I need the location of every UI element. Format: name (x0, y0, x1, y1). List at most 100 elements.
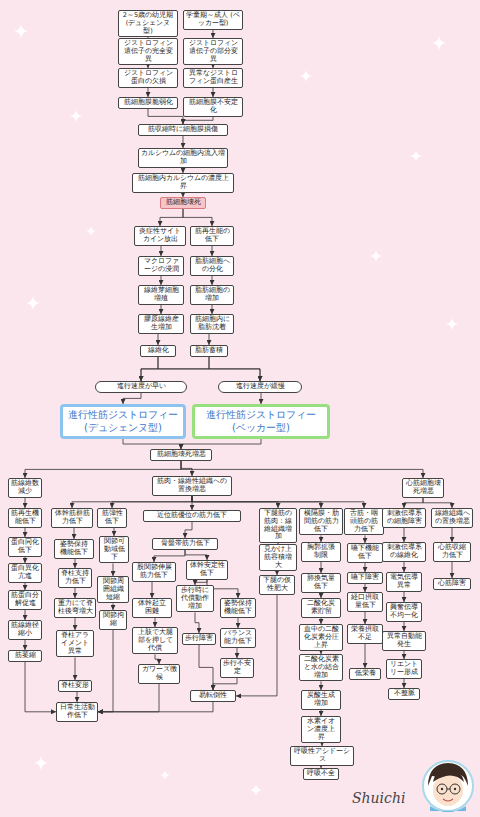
flow-arrow (75, 657, 76, 680)
flow-arrow (98, 702, 213, 712)
flow-arrow (185, 522, 192, 538)
process-box: 筋線維数減少 (8, 478, 42, 498)
box-text: 歩行障害 (185, 635, 213, 643)
process-box: 脂肪細胞への分化 (190, 256, 234, 276)
disease-box: 進行性筋ジストロフィー (デュシェンヌ型) (60, 404, 186, 439)
process-box: 筋細胞膜脆弱化 (118, 97, 178, 109)
box-text: 筋弾性低下 (100, 510, 124, 526)
box-text: 進行性筋ジストロフィー (デュシェンヌ型) (66, 409, 180, 434)
process-box: 脂肪細胞の増加 (190, 285, 234, 305)
process-box: 刺激伝導系の線維化 (382, 542, 426, 562)
process-box: 関節可動域低下 (99, 536, 129, 563)
box-text: 筋収縮時に細胞膜損傷 (141, 126, 225, 134)
box-text: 不整脈 (391, 690, 417, 698)
process-box: 脊柱変形 (58, 680, 92, 692)
process-box: 水素イオン濃度上昇 (301, 716, 341, 743)
signature: Shuichi (352, 790, 405, 806)
box-text: 呼吸性アシドーシス (293, 748, 351, 764)
box-text: 舌筋・咽頭筋の筋力低下 (347, 510, 381, 533)
process-box: 姿勢保持機能低下 (220, 598, 256, 618)
box-text: 易転倒性 (193, 692, 233, 700)
flow-arrow (98, 630, 113, 712)
flow-arrow (365, 563, 366, 572)
flow-arrow (155, 654, 159, 664)
box-text: 呼吸不全 (306, 770, 336, 778)
box-text: 筋細胞壊死 (163, 199, 203, 207)
process-box: 不整脈 (388, 688, 420, 700)
box-text: 心筋障害 (436, 580, 468, 588)
box-text: 脂肪細胞への分化 (193, 258, 231, 274)
process-box: 筋細胞膜不安定化 (183, 97, 243, 117)
flow-arrow (321, 562, 322, 573)
flow-arrow (161, 246, 162, 256)
process-box: 栄養摂取不足 (347, 624, 383, 644)
flow-arrow (423, 498, 452, 508)
process-box: 歩行時に代償動作増加 (176, 585, 214, 612)
box-text: 進行速度が緩慢 (221, 383, 299, 391)
flow-arrow (404, 679, 405, 688)
box-text: カルシウムの細胞内流入増加 (141, 150, 225, 166)
flow-arrow (25, 528, 26, 537)
process-box: 舌筋・咽頭筋の筋力低下 (344, 508, 384, 535)
process-box: 下腿の仮性肥大 (259, 575, 295, 595)
box-text: 骨盤帯筋力低下 (155, 540, 215, 548)
flow-arrow (123, 393, 141, 404)
flow-arrow (452, 528, 453, 542)
process-box: 2～5歳の幼児期 (デュシェンヌ型) (118, 10, 178, 37)
box-text: 電気伝導異常 (389, 574, 419, 590)
flow-arrow (154, 550, 185, 562)
process-box: 経口摂取量低下 (347, 592, 383, 612)
box-text: 日常生活動作低下 (59, 704, 95, 720)
box-text: 肺換気量低下 (304, 575, 338, 591)
process-box: 歩行障害 (182, 633, 216, 645)
box-text: 筋細胞膜不安定化 (186, 99, 240, 115)
process-box: 筋肉・線維性組織への置換増悪 (152, 476, 232, 496)
box-text: 上肢で大腿部を押して代償 (135, 629, 175, 652)
box-text: 筋蛋白分解促進 (11, 592, 39, 608)
box-text: 低栄養 (352, 670, 378, 678)
flow-arrow (404, 528, 405, 542)
avatar-illustration (423, 761, 473, 812)
flow-arrow (155, 618, 156, 627)
process-box: 脂肪蓄積 (190, 345, 228, 357)
box-text: ガワーズ徴候 (141, 666, 177, 682)
box-text: 嚥下機能低下 (350, 545, 380, 561)
flow-arrow (321, 681, 322, 690)
process-box: 体幹筋群筋力低下 (51, 508, 93, 528)
flow-arrow (181, 439, 261, 449)
process-box: 電気伝導異常 (386, 572, 422, 592)
process-box: 脊柱アライメント異常 (56, 630, 94, 657)
process-box: 姿勢保持機能低下 (54, 539, 94, 559)
flow-arrow (404, 622, 405, 631)
sparkle (160, 770, 170, 780)
box-text: 筋細胞膜脆弱化 (121, 99, 175, 107)
disease-box: 進行性筋ジストロフィー (ベッカー型) (192, 404, 330, 439)
box-text: 線維芽細胞増殖 (141, 287, 181, 303)
process-box: 蛋白異化亢進 (8, 563, 42, 583)
process-box: ジストロフィン遺伝子の部分変異 (183, 38, 243, 65)
process-box: 筋弾性低下 (97, 508, 127, 528)
box-text: 筋再生機能低下 (11, 510, 39, 526)
box-text: 異常自動能発生 (385, 633, 423, 649)
box-text: 横隔膜・肋間筋の筋力低下 (302, 510, 340, 533)
flow-arrow (321, 535, 322, 542)
highlight-box: 筋細胞壊死 (160, 197, 206, 209)
process-box: 興奮伝導不均一化 (386, 602, 422, 622)
box-text: 興奮伝導不均一化 (389, 604, 419, 620)
flow-arrow (25, 662, 56, 712)
process-box: 易転倒性 (190, 690, 236, 702)
flow-arrow (25, 583, 26, 590)
flow-arrow (75, 559, 76, 568)
process-box: 蛋白同化低下 (8, 537, 42, 557)
process-box: ジストロフィン遺伝子の完全変異 (118, 38, 178, 65)
flow-arrow (365, 612, 366, 624)
box-text: 蛋白同化低下 (11, 539, 39, 555)
flow-arrow (237, 648, 238, 658)
process-box: 股関節伸展筋力低下 (132, 562, 176, 582)
box-text: 経口摂取量低下 (350, 594, 380, 610)
box-text: 脊柱アライメント異常 (59, 632, 91, 655)
process-box: 二酸化炭素貯留 (301, 598, 341, 618)
box-text: 体幹筋群筋力低下 (54, 510, 90, 526)
box-text: 筋細胞内に脂肪沈着 (193, 316, 231, 332)
process-box: カルシウムの細胞内流入増加 (138, 148, 228, 168)
